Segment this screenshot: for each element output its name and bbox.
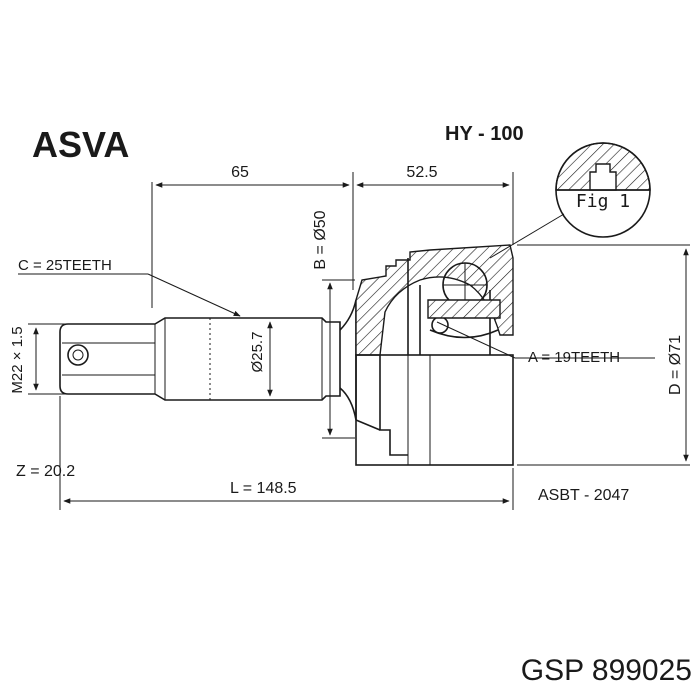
c-teeth-callout: C = 25TEETH xyxy=(18,257,241,317)
dim-b-label: B = Ø50 xyxy=(312,210,329,269)
shaft xyxy=(59,299,357,421)
a-teeth-label: A = 19TEETH xyxy=(528,349,620,366)
dim-thread: M22 × 1.5 xyxy=(9,323,68,395)
brand-logo: ASVA xyxy=(32,124,129,165)
model-code: HY - 100 xyxy=(445,123,524,145)
dim-shaft-diameter: Ø25.7 xyxy=(249,321,273,397)
dim-total-length: L = 148.5 Z = 20.2 xyxy=(16,396,514,510)
dim-shaft-dia-label: Ø25.7 xyxy=(249,332,266,373)
dim-thread-label: M22 × 1.5 xyxy=(9,326,26,393)
dim-outer-diameter: D = Ø71 xyxy=(517,244,690,466)
dim-bell-length: 52.5 xyxy=(406,164,437,181)
boot-code: ASBT - 2047 xyxy=(538,487,629,504)
dim-l-label: L = 148.5 xyxy=(230,480,297,497)
dim-d-label: D = Ø71 xyxy=(667,335,684,395)
a-teeth-callout: A = 19TEETH xyxy=(436,321,655,366)
fig1-detail: Fig 1 xyxy=(489,142,651,259)
dim-shaft-length: 65 xyxy=(231,164,249,181)
dim-z-label: Z = 20.2 xyxy=(16,463,75,480)
top-dimensions: 65 52.5 xyxy=(151,164,514,308)
c-teeth-label: C = 25TEETH xyxy=(18,257,112,274)
fig1-label: Fig 1 xyxy=(576,191,630,212)
bell-housing xyxy=(355,244,514,466)
dim-boot-diameter: B = Ø50 xyxy=(312,210,355,439)
footer-part-number: GSP 899025 xyxy=(521,654,692,687)
